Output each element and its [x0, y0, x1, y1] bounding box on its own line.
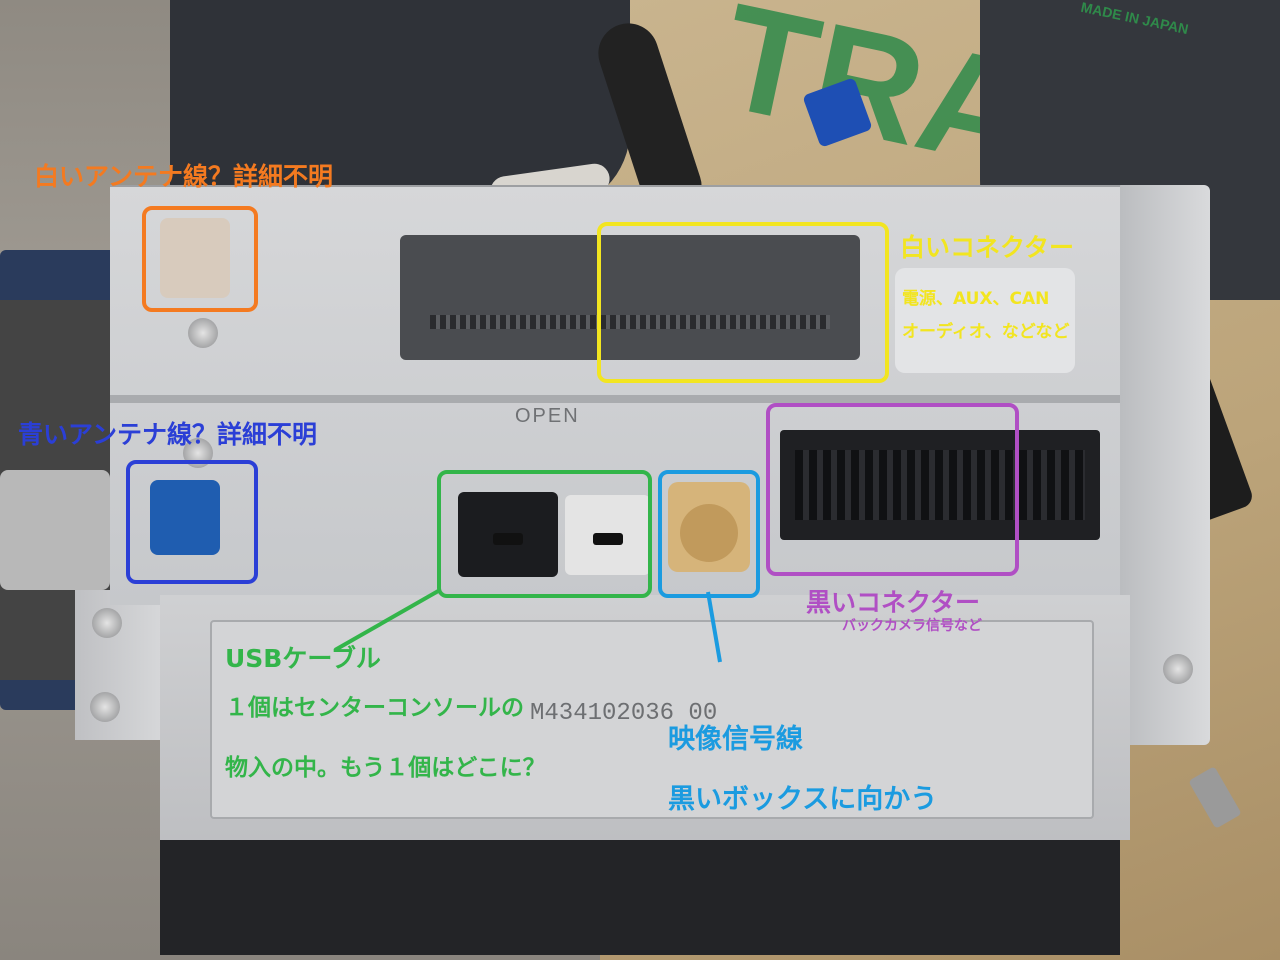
white-antenna-port	[160, 218, 230, 298]
white-connector-highlight	[597, 222, 889, 383]
chassis-step	[110, 395, 1120, 403]
blue-antenna-highlight	[126, 460, 258, 584]
usb-line1: １個はセンターコンソールの	[225, 695, 524, 721]
black-connector-highlight	[766, 403, 1019, 576]
usb-title: USBケーブル	[225, 644, 381, 673]
video-connector-port	[668, 482, 750, 572]
blue-antenna-label: 青いアンテナ線？詳細不明	[18, 420, 318, 449]
video-sub: 黒いボックスに向かう	[668, 784, 938, 815]
usb-port-white	[565, 495, 650, 575]
metal-part	[0, 470, 110, 590]
serial-number: M434102036 00	[530, 700, 718, 727]
screw-icon	[1163, 654, 1193, 684]
label-plate	[210, 620, 1094, 819]
black-connector-title: 黒いコネクター	[806, 588, 981, 617]
note-panel	[895, 268, 1075, 373]
white-connector-line1: 電源、AUX、CAN	[902, 289, 1050, 309]
white-connector-line2: オーディオ、などなど	[902, 322, 1070, 342]
white-connector-title: 白いコネクター	[900, 233, 1075, 262]
white-antenna-highlight	[142, 206, 258, 312]
black-connector-sub: バックカメラ信号など	[842, 618, 982, 634]
white-connector-port	[400, 235, 860, 360]
usb-highlight	[437, 470, 652, 598]
blue-antenna-port	[150, 480, 220, 555]
right-bracket	[1115, 185, 1210, 745]
screw-icon	[90, 692, 120, 722]
screw-icon	[92, 608, 122, 638]
white-antenna-label: 白いアンテナ線？詳細不明	[34, 162, 334, 191]
video-title: 映像信号線	[668, 724, 803, 755]
black-connector-port	[780, 430, 1100, 540]
usb-line2: 物入の中。もう１個はどこに？	[225, 755, 546, 781]
usb-port-black	[458, 492, 558, 577]
screw-icon	[188, 318, 218, 348]
open-marking: OPEN	[515, 405, 580, 427]
unit-base	[160, 835, 1120, 955]
